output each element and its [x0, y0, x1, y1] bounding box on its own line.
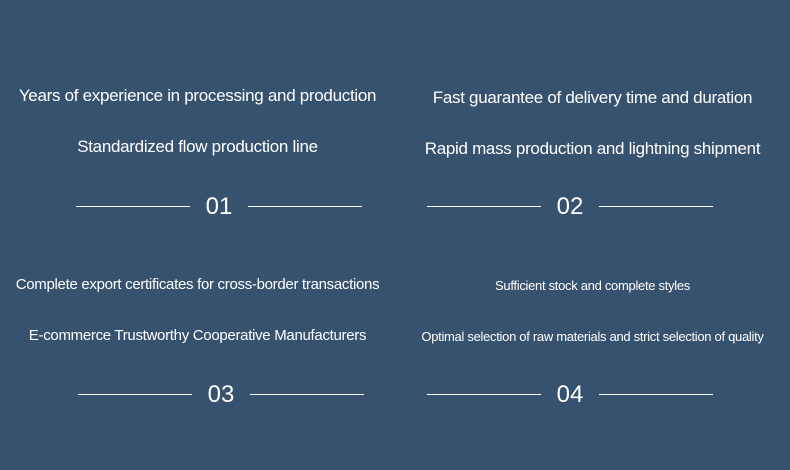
feature-block-2: Fast guarantee of delivery time and dura…: [395, 80, 790, 280]
feature-4-line-2: Optimal selection of raw materials and s…: [421, 329, 764, 344]
feature-3-line-1: Complete export certificates for cross-b…: [15, 276, 380, 293]
feature-4-number-row: 04: [395, 380, 790, 410]
divider-line-left: [78, 394, 192, 395]
feature-block-3: Complete export certificates for cross-b…: [0, 270, 395, 470]
feature-2-number-row: 02: [395, 192, 790, 222]
feature-3-number-row: 03: [0, 380, 395, 410]
divider-line-left: [427, 206, 541, 207]
feature-1-number-row: 01: [0, 192, 395, 222]
feature-4-number: 04: [556, 381, 584, 408]
divider-line-right: [599, 394, 713, 395]
feature-2-line-1: Fast guarantee of delivery time and dura…: [432, 88, 753, 107]
feature-1-line-2: Standardized flow production line: [77, 137, 318, 156]
feature-4-line-1: Sufficient stock and complete styles: [495, 278, 690, 293]
feature-1-number: 01: [205, 193, 233, 220]
feature-3-line-2: E-commerce Trustworthy Cooperative Manuf…: [28, 327, 367, 344]
divider-line-right: [599, 206, 713, 207]
feature-block-4: Sufficient stock and complete styles Opt…: [395, 270, 790, 470]
divider-line-left: [76, 206, 190, 207]
feature-2-line-2: Rapid mass production and lightning ship…: [424, 139, 761, 158]
feature-1-line-1: Years of experience in processing and pr…: [18, 86, 377, 105]
feature-2-number: 02: [556, 193, 584, 220]
divider-line-left: [427, 394, 541, 395]
feature-3-number: 03: [207, 381, 235, 408]
feature-block-1: Years of experience in processing and pr…: [0, 80, 395, 280]
divider-line-right: [250, 394, 364, 395]
divider-line-right: [248, 206, 362, 207]
